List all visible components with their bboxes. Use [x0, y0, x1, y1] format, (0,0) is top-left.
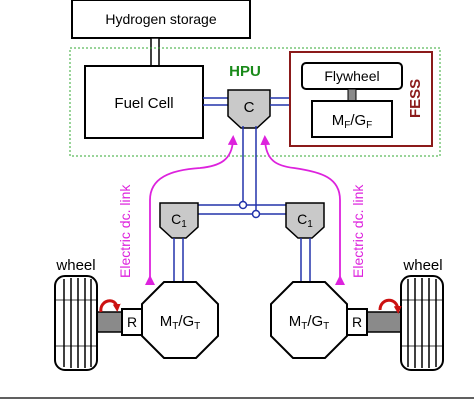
- mf-gf-label: MF/GF: [332, 112, 373, 131]
- shaft-right: [366, 311, 402, 333]
- bus-junction-node: [238, 200, 248, 210]
- motor-right: MT/GT: [270, 281, 348, 359]
- mf-gf-block: [311, 100, 393, 138]
- reducer-left: R: [96, 308, 143, 336]
- rotation-arrow-left: [99, 299, 121, 313]
- fess-label: FESS: [407, 79, 424, 118]
- dc-link-left-label: Electric dc. link: [117, 184, 133, 278]
- wheel-right-label: wheel: [402, 257, 442, 274]
- dc-link-arrow-right: [260, 135, 345, 285]
- flywheel-shaft: [347, 88, 357, 102]
- fuel-cell-block: Fuel Cell: [84, 65, 204, 139]
- hpu-region: [69, 47, 441, 157]
- hydrogen-pipe: [150, 37, 160, 67]
- flywheel-label: Flywheel: [324, 68, 379, 84]
- reducer-right-label: R: [352, 314, 362, 330]
- fess-block: FESS Flywheel MF/GF: [289, 51, 433, 147]
- fuel-cell-label: Fuel Cell: [114, 95, 173, 112]
- dc-link-right-label: Electric dc. link: [350, 184, 366, 278]
- rotation-arrow-right: [378, 298, 402, 314]
- reducer-right: R: [346, 308, 402, 336]
- wheel-left: [54, 275, 98, 371]
- bus-junction-node: [251, 209, 261, 219]
- converter-c1-right: C1: [285, 202, 325, 239]
- converter-c: C: [227, 89, 271, 129]
- reducer-left-label: R: [127, 314, 137, 330]
- converter-c1-left: C1: [159, 202, 199, 239]
- motor-right-label: MT/GT: [289, 313, 330, 332]
- hpu-label: HPU: [229, 63, 261, 80]
- shaft-left: [96, 311, 124, 333]
- fess-bus: [270, 97, 290, 106]
- fuel-cell-bus: [203, 97, 228, 106]
- wheel-left-label: wheel: [55, 257, 95, 274]
- hydrogen-storage-label: Hydrogen storage: [105, 11, 217, 27]
- dc-link-arrow-left: [145, 135, 238, 285]
- motor-left-label: MT/GT: [160, 313, 201, 332]
- wheel-right: [400, 275, 444, 371]
- hydrogen-storage-block: Hydrogen storage: [71, 0, 251, 39]
- motor-left: MT/GT: [141, 281, 219, 359]
- converter-c-label: C: [244, 99, 255, 116]
